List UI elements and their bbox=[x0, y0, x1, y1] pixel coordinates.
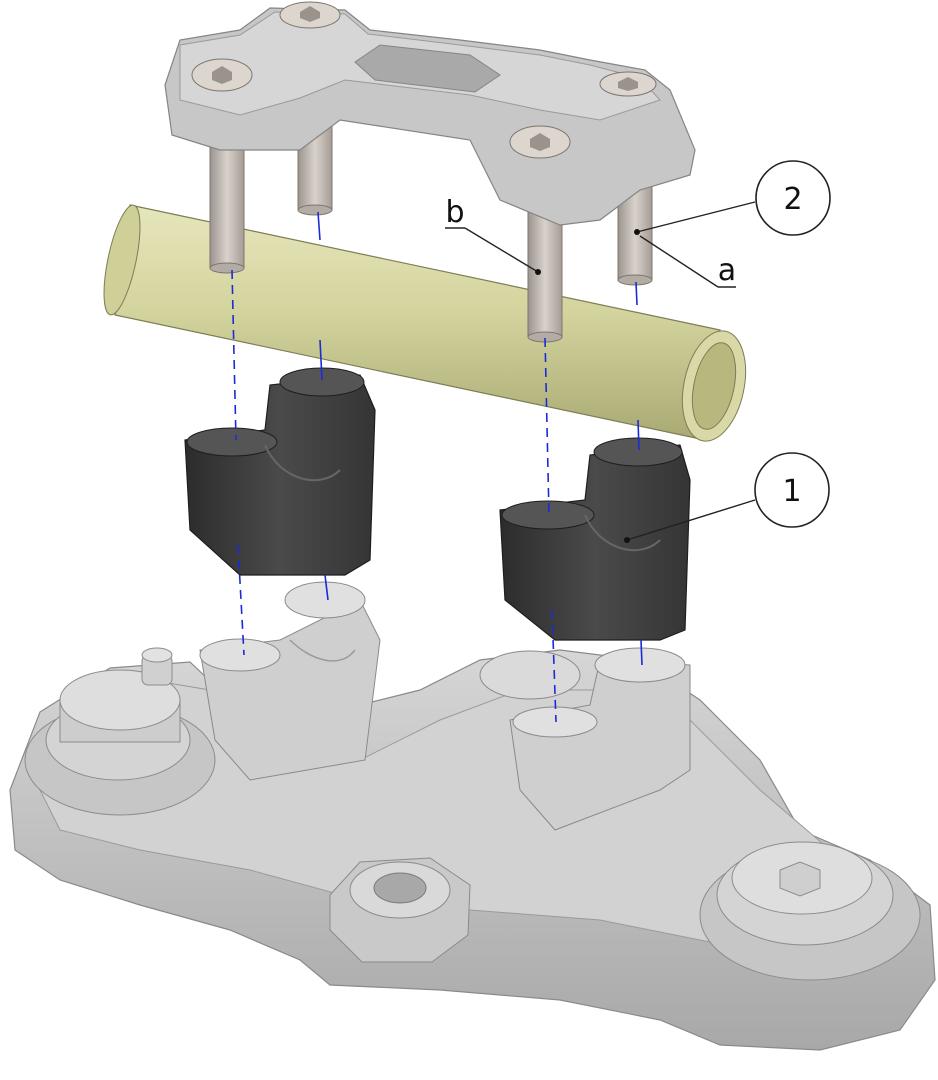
callout-label-2: 2 bbox=[783, 182, 802, 217]
callout-a: a bbox=[639, 235, 736, 288]
callout-label-b: b bbox=[445, 195, 464, 230]
right-fork-boss bbox=[699, 841, 921, 981]
riser-left bbox=[184, 367, 376, 576]
callout-2: 2 bbox=[634, 160, 831, 236]
callout-b: b bbox=[445, 195, 541, 275]
handlebar-tube bbox=[103, 204, 747, 442]
top-clamp bbox=[164, 1, 696, 226]
assembly-axes bbox=[231, 211, 643, 723]
steering-stem-nut bbox=[329, 857, 471, 963]
lower-riser-mount-right bbox=[479, 647, 691, 831]
callout-label-a: a bbox=[718, 253, 736, 288]
left-fork-boss bbox=[24, 647, 216, 816]
callout-label-1: 1 bbox=[782, 474, 801, 509]
bolt-heads bbox=[191, 1, 657, 159]
callout-1: 1 bbox=[624, 452, 830, 543]
bolt-front-left bbox=[209, 139, 245, 269]
lower-riser-mount-left bbox=[199, 581, 381, 781]
top-clamp-slot bbox=[354, 44, 501, 93]
riser-right bbox=[499, 437, 691, 641]
triple-clamp-base bbox=[9, 581, 936, 1051]
